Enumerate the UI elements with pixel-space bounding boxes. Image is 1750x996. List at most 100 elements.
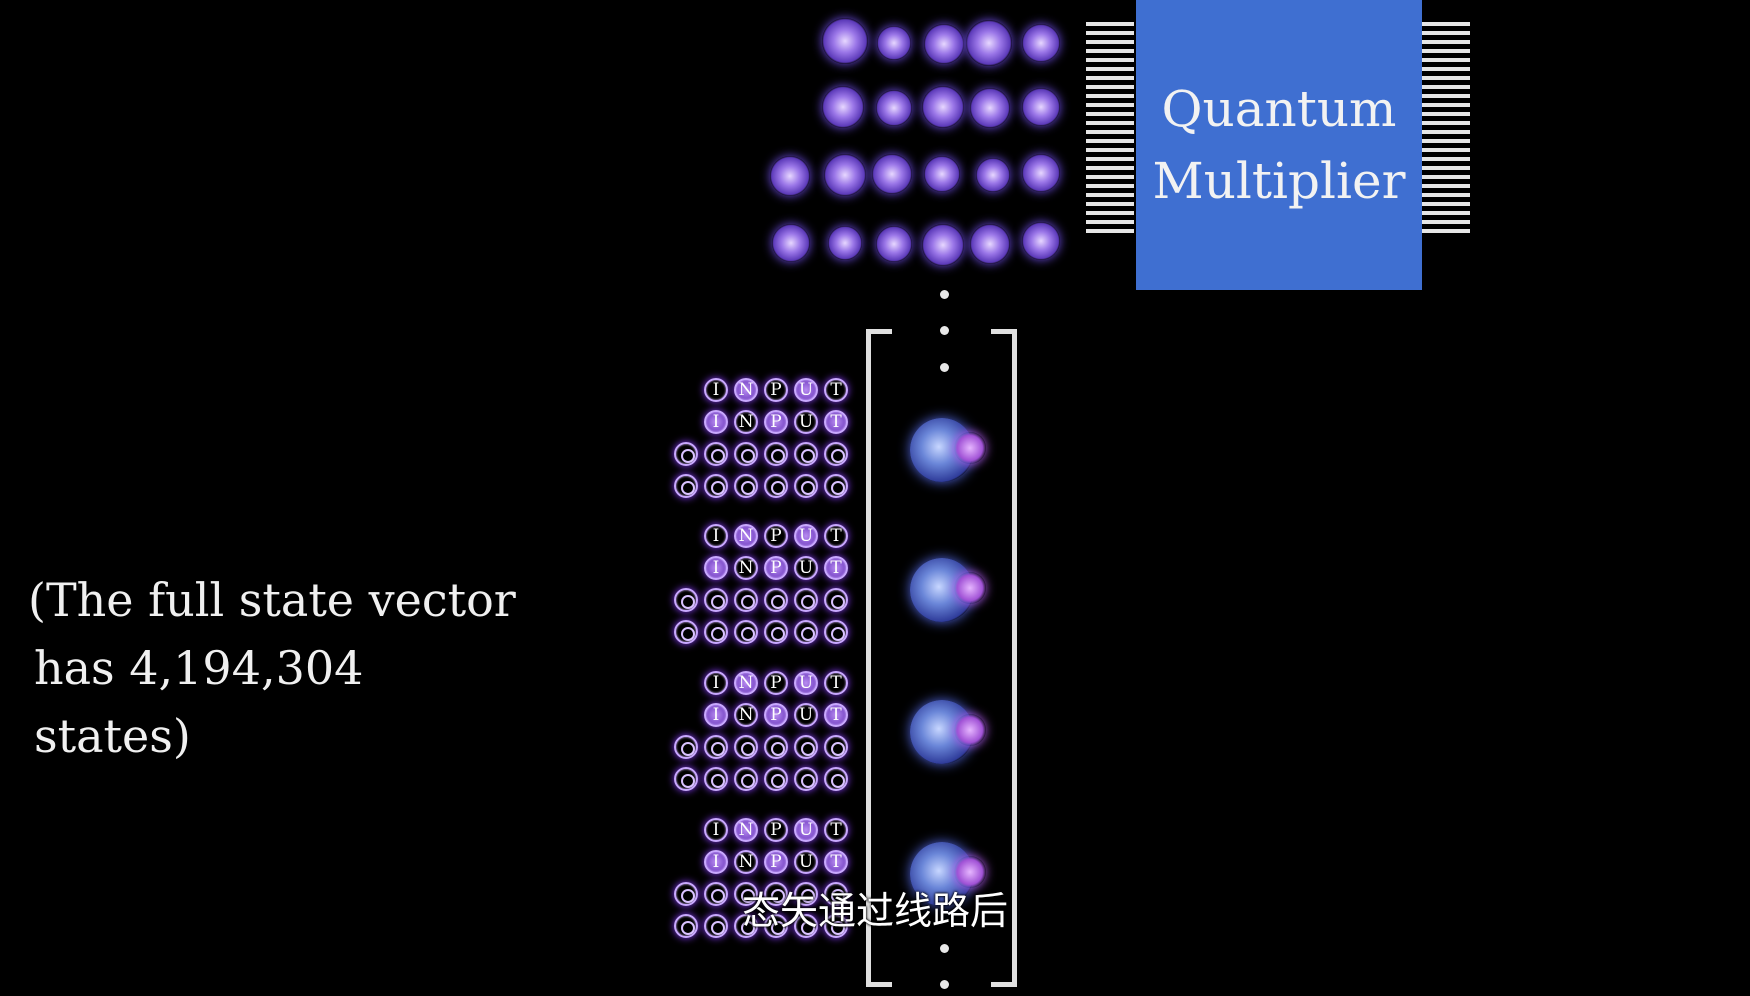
register-bit-tile xyxy=(674,588,698,612)
qubit-orb xyxy=(876,226,912,262)
ellipsis-dot xyxy=(940,944,949,953)
register-letter-tile: N xyxy=(734,378,758,402)
qubit-orb xyxy=(1022,88,1060,126)
state-amplitude-blob-tail xyxy=(954,572,986,604)
register-bit-tile xyxy=(794,735,818,759)
register-letter-tile: I xyxy=(704,818,728,842)
ellipsis-dot xyxy=(940,363,949,372)
qubit-orb-grid xyxy=(0,0,1120,270)
qubit-orb xyxy=(772,224,810,262)
register-bit-tile xyxy=(704,442,728,466)
register-bit-tile xyxy=(824,767,848,791)
register-letter-tile: I xyxy=(704,378,728,402)
register-bit-tile xyxy=(824,442,848,466)
register-letter-tile: I xyxy=(704,524,728,548)
register-bit-tile xyxy=(734,620,758,644)
register-letter-tile: P xyxy=(764,410,788,434)
register-bit-tile xyxy=(734,882,758,906)
register-bit-tile xyxy=(704,588,728,612)
register-letter-tile: N xyxy=(734,818,758,842)
qubit-orb xyxy=(828,226,862,260)
quantum-multiplier-chip: Quantum Multiplier xyxy=(1136,0,1422,290)
qubit-orb xyxy=(976,158,1010,192)
register-bit-tile xyxy=(704,914,728,938)
register-letter-tile: I xyxy=(704,410,728,434)
state-amplitude-blob-tail xyxy=(954,856,986,888)
ellipsis-dot xyxy=(940,290,949,299)
vector-bracket-left xyxy=(866,329,892,987)
register-letter-tile: U xyxy=(794,850,818,874)
register-bit-tile xyxy=(674,914,698,938)
register-bit-tile xyxy=(764,442,788,466)
register-bit-tile xyxy=(734,735,758,759)
register-bit-tile xyxy=(734,914,758,938)
qubit-orb xyxy=(922,224,964,266)
chip-label-line1: Quantum xyxy=(1161,80,1397,138)
register-bit-tile xyxy=(734,588,758,612)
qubit-orb xyxy=(922,86,964,128)
register-letter-tile: T xyxy=(824,671,848,695)
qubit-orb xyxy=(924,24,964,64)
register-bit-tile xyxy=(824,735,848,759)
register-letter-tile: N xyxy=(734,524,758,548)
register-letter-tile: N xyxy=(734,850,758,874)
register-letter-tile: P xyxy=(764,850,788,874)
qubit-orb xyxy=(824,154,866,196)
register-bit-tile xyxy=(794,474,818,498)
register-bit-tile xyxy=(674,442,698,466)
note-line1: (The full state vector xyxy=(28,573,516,627)
register-bit-tile xyxy=(824,620,848,644)
register-letter-tile: T xyxy=(824,703,848,727)
register-bit-tile xyxy=(674,767,698,791)
chip-label-line2: Multiplier xyxy=(1152,152,1406,210)
register-letter-tile: U xyxy=(794,818,818,842)
register-letter-tile: I xyxy=(704,671,728,695)
register-bit-tile xyxy=(764,882,788,906)
note-line2: has 4,194,304 states) xyxy=(34,641,364,763)
register-bit-tile xyxy=(794,588,818,612)
register-letter-tile: U xyxy=(794,671,818,695)
qubit-orb xyxy=(924,156,960,192)
register-letter-tile: T xyxy=(824,378,848,402)
qubit-orb xyxy=(1022,222,1060,260)
qubit-orb xyxy=(970,88,1010,128)
vector-bracket-right xyxy=(991,329,1017,987)
register-bit-tile xyxy=(794,442,818,466)
qubit-orb xyxy=(822,18,868,64)
qubit-orb xyxy=(872,154,912,194)
register-bit-tile xyxy=(704,474,728,498)
register-bit-tile xyxy=(794,767,818,791)
register-letter-tile: P xyxy=(764,703,788,727)
register-letter-tile: N xyxy=(734,671,758,695)
register-bit-tile xyxy=(674,474,698,498)
register-letter-tile: P xyxy=(764,524,788,548)
register-letter-tile: U xyxy=(794,703,818,727)
chip-pins-left xyxy=(1086,22,1134,238)
register-bit-tile xyxy=(764,735,788,759)
register-bit-tile xyxy=(674,735,698,759)
register-bit-tile xyxy=(734,474,758,498)
register-bit-tile xyxy=(764,767,788,791)
qubit-orb xyxy=(876,90,912,126)
qubit-orb xyxy=(770,156,810,196)
register-bit-tile xyxy=(824,882,848,906)
register-letter-tile: U xyxy=(794,378,818,402)
register-letter-tile: N xyxy=(734,410,758,434)
register-bit-tile xyxy=(764,474,788,498)
register-letter-tile: U xyxy=(794,524,818,548)
qubit-orb xyxy=(966,20,1012,66)
register-letter-tile: P xyxy=(764,556,788,580)
register-bit-tile xyxy=(794,620,818,644)
register-bit-tile xyxy=(824,914,848,938)
ellipsis-dot xyxy=(940,980,949,989)
register-letter-tile: T xyxy=(824,410,848,434)
register-bit-tile xyxy=(704,735,728,759)
register-letter-tile: P xyxy=(764,818,788,842)
register-letter-tile: I xyxy=(704,850,728,874)
state-amplitude-blob-tail xyxy=(954,714,986,746)
register-bit-tile xyxy=(674,882,698,906)
register-letter-tile: T xyxy=(824,556,848,580)
register-letter-tile: N xyxy=(734,556,758,580)
subtitle-caption: 态矢通过线路后 xyxy=(741,889,1008,933)
